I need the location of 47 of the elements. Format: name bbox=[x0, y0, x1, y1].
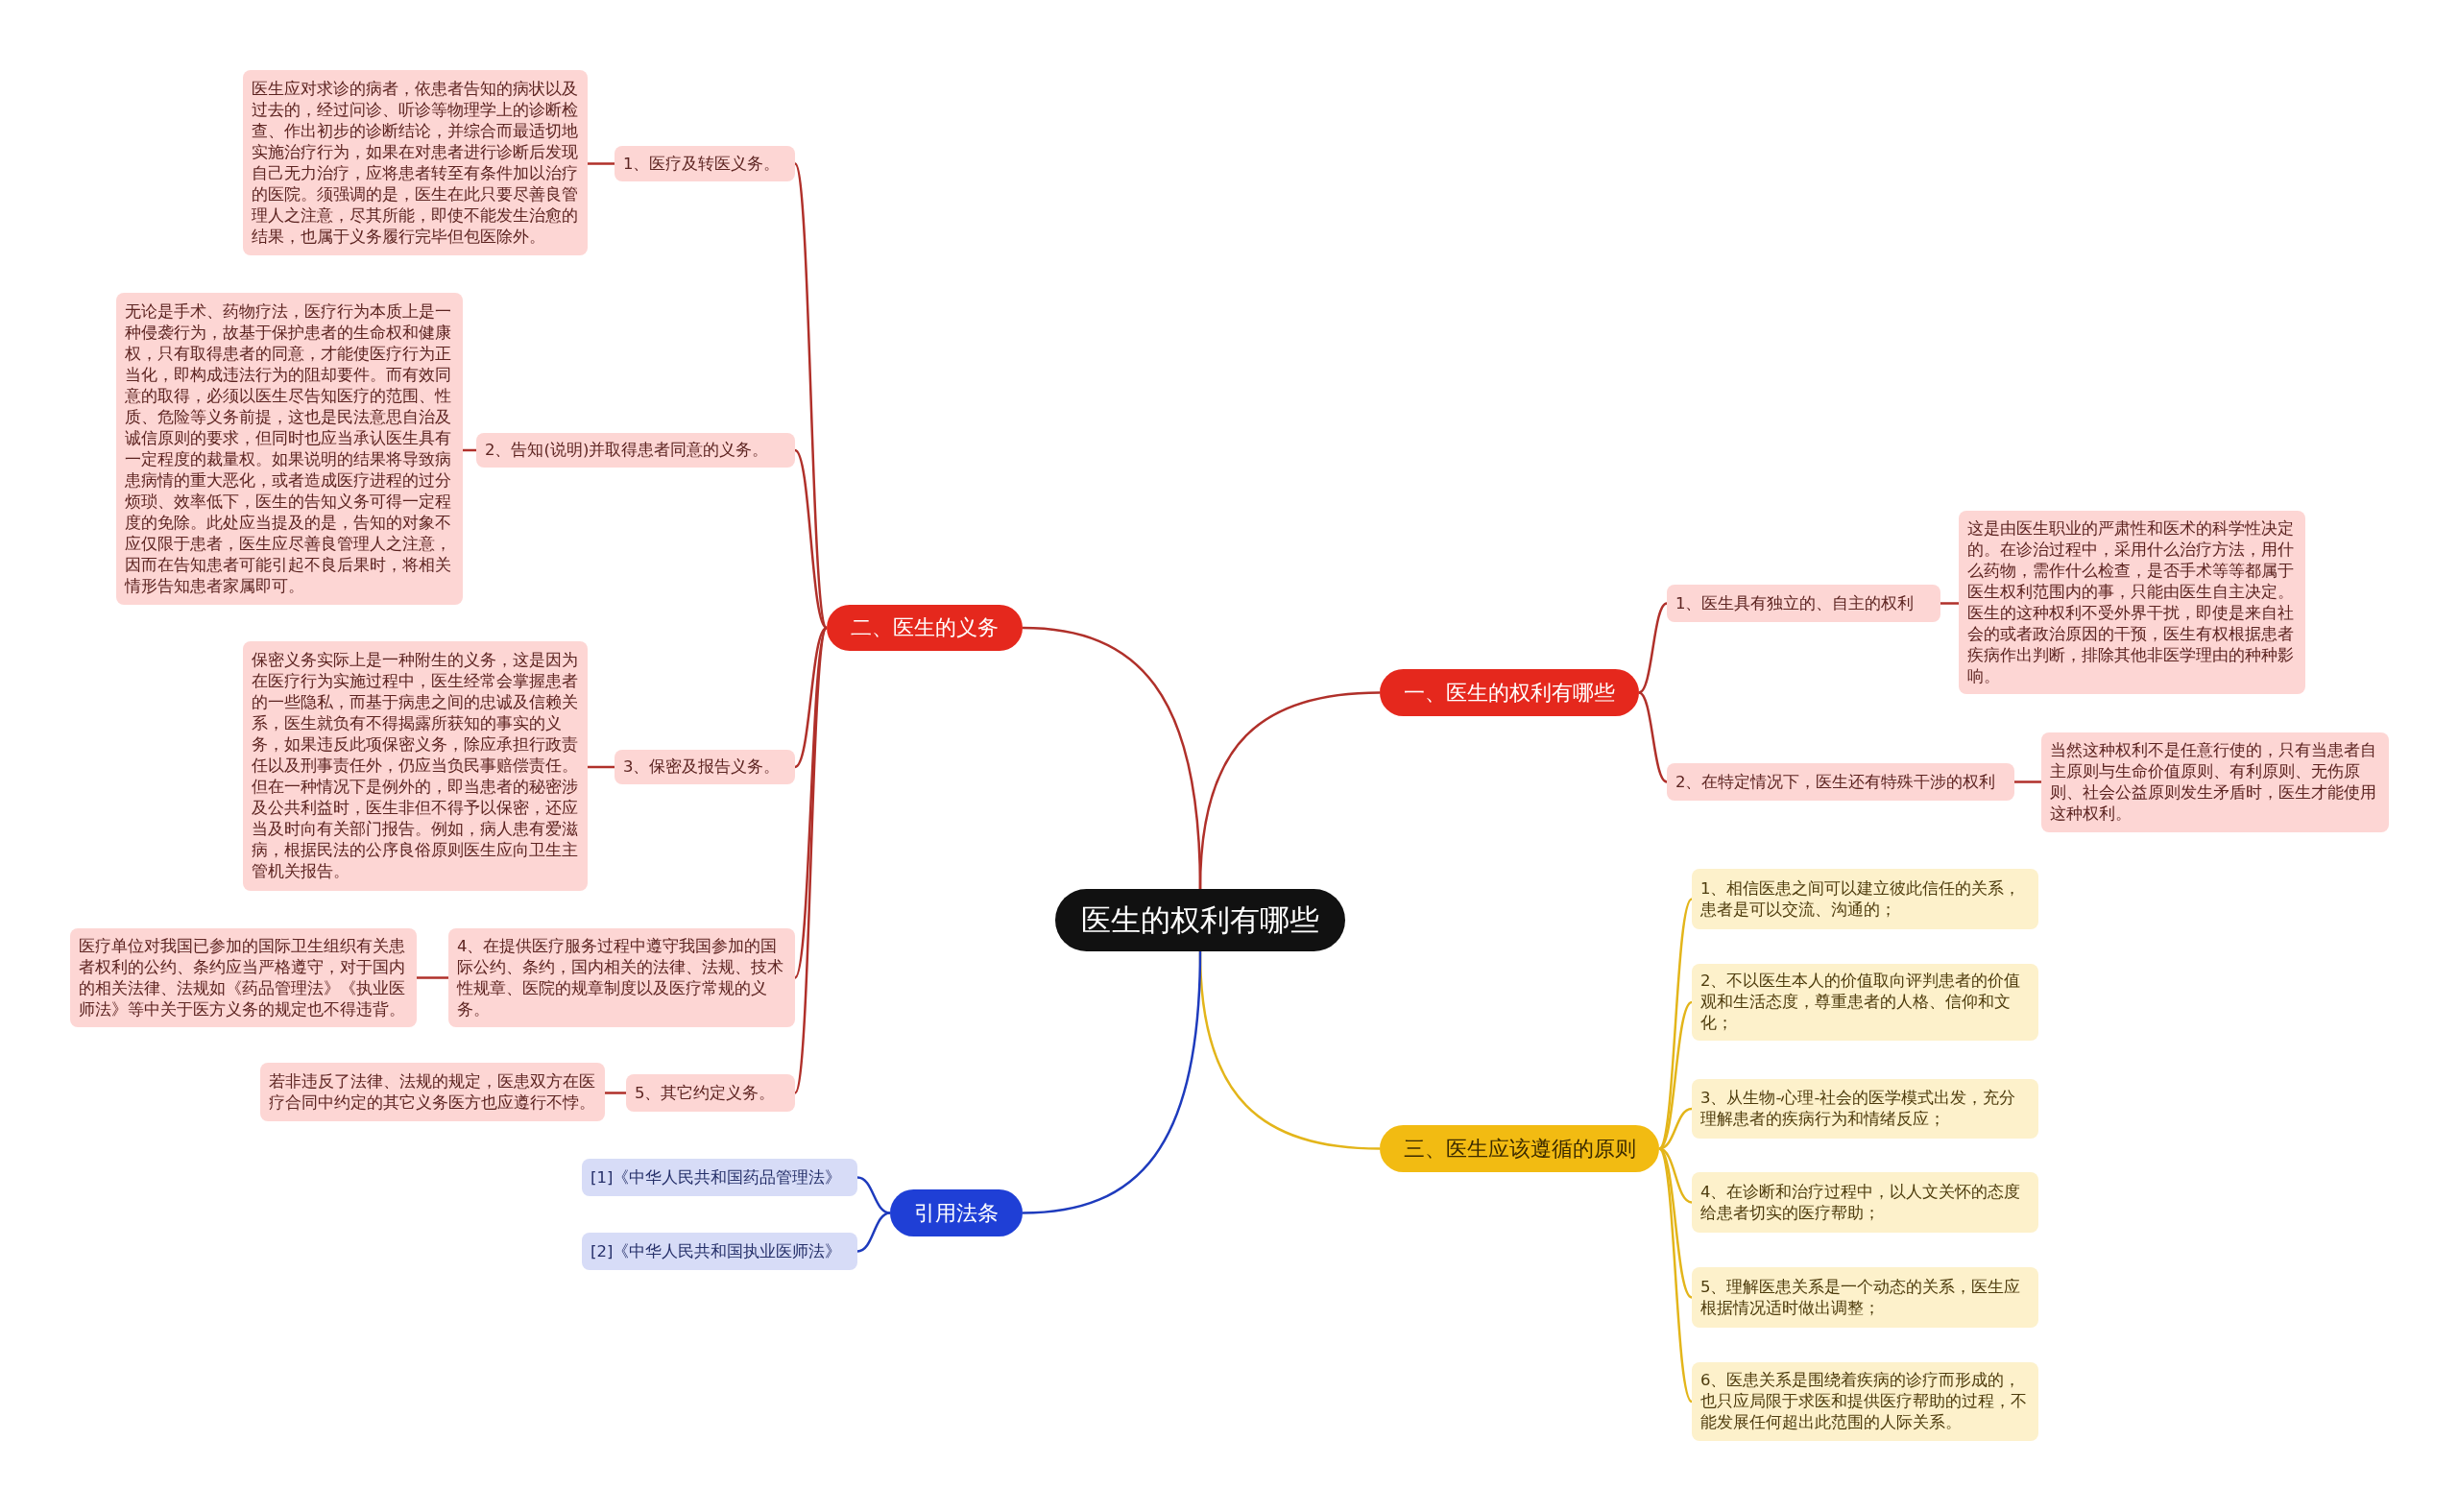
connector-line bbox=[793, 163, 829, 629]
connector-line bbox=[856, 1212, 891, 1253]
note-box: 这是由医生职业的严肃性和医术的科学性决定的。在诊治过程中，采用什么治疗方法，用什么药物，需作什么检查，是否手术等等都属于医生权利范围内的事，只能由医生自主决定。医生的这种权利不受外界干扰，即使是来自社会的或者政治原因的干预，医生有权根据患者疾病作出判断，排除其他非医学理由的种种影响。 bbox=[1959, 511, 2305, 694]
branch-topic: 一、医生的权利有哪些 bbox=[1380, 669, 1639, 716]
subtopic-box: 3、保密及报告义务。 bbox=[614, 750, 795, 784]
subtopic-box: 4、在提供医疗服务过程中遵守我国参加的国际公约、条约，国内相关的法律、法规、技术性规章、医院的规章制度以及医疗常规的义务。 bbox=[448, 928, 795, 1027]
connector-line bbox=[2014, 780, 2041, 783]
connector-line bbox=[605, 1092, 626, 1094]
branch-topic: 三、医生应该遵循的原则 bbox=[1380, 1125, 1659, 1172]
connector-line bbox=[1658, 1147, 1693, 1299]
connector-line bbox=[1658, 898, 1693, 1150]
subtopic-box: 2、告知(说明)并取得患者同意的义务。 bbox=[476, 433, 795, 468]
subtopic-box: 6、医患关系是围绕着疾病的诊疗而形成的，也只应局限于求医和提供医疗帮助的过程，不能发展任何超出此范围的人际关系。 bbox=[1692, 1362, 2038, 1441]
connector-line bbox=[588, 162, 614, 165]
note-box: 保密义务实际上是一种附生的义务，这是因为在医疗行为实施过程中，医生经常会掌握患者的一些隐私，而基于病患之间的忠诚及信赖关系，医生就负有不得揭露所获知的事实的义务，如果违反此项保密义务，除应承担行政责任以及刑事责任外，仍应当负民事赔偿责任。但在一种情况下是例外的，即当患者的秘密涉及公共利益时，医生非但不得予以保密，还应当及时向有关部门报告。例如，病人患有爱滋病，根据民法的公序良俗原则医生应向卫生主管机关报告。 bbox=[243, 641, 588, 891]
connector-line bbox=[794, 627, 828, 768]
subtopic-box: 2、在特定情况下，医生还有特殊干涉的权利 bbox=[1667, 763, 2014, 801]
connector-line bbox=[588, 765, 614, 769]
connector-line bbox=[794, 449, 828, 629]
note-box: 当然这种权利不是任意行使的，只有当患者自主原则与生命价值原则、有利原则、无伤原则、社会公益原则发生矛盾时，医生才能使用这种权利。 bbox=[2041, 732, 2389, 832]
connector-line bbox=[1022, 950, 1202, 1214]
subtopic-box: 5、其它约定义务。 bbox=[626, 1074, 795, 1112]
subtopic-box: 1、医疗及转医义务。 bbox=[614, 146, 795, 181]
connector-line bbox=[856, 1176, 891, 1214]
connector-line bbox=[1022, 626, 1202, 890]
subtopic-box: 3、从生物-心理-社会的医学模式出发，充分理解患者的疾病行为和情绪反应； bbox=[1692, 1079, 2038, 1139]
note-box: 无论是手术、药物疗法，医疗行为本质上是一种侵袭行为，故基于保护患者的生命权和健康权，只有取得患者的同意，才能使医疗行为正当化，即构成违法行为的阻却要件。而有效同意的取得，必须以医生尽告知医疗的范围、性质、危险等义务前提，这也是民法意思自治及诚信原则的要求，但同时也应当承认医生具有一定程度的裁量权。如果说明的结果将导致病患病情的重大恶化，或者造成医疗进程的过分烦琐、效率低下，医生的告知义务可得一定程度的免除。此处应当提及的是，告知的对象不应仅限于患者，医生应尽善良管理人之注意，因而在告知患者可能引起不良后果时，将相关情形告知患者家属即可。 bbox=[116, 293, 463, 605]
connector-line bbox=[793, 627, 829, 1093]
subtopic-box: 2、不以医生本人的价值取向评判患者的价值观和生活态度，尊重患者的人格、信仰和文化； bbox=[1692, 964, 2038, 1041]
note-box: 医疗单位对我国已参加的国际卫生组织有关患者权利的公约、条约应当严格遵守，对于国内的相关法律、法规如《药品管理法》《执业医师法》等中关于医方义务的规定也不得违背。 bbox=[70, 928, 417, 1027]
branch-topic: 二、医生的义务 bbox=[827, 605, 1023, 651]
subtopic-box: [2]《中华人民共和国执业医师法》 bbox=[582, 1233, 857, 1270]
connector-line bbox=[1638, 602, 1668, 694]
connector-line bbox=[417, 976, 448, 979]
connector-line bbox=[1658, 1001, 1693, 1150]
subtopic-box: 5、理解医患关系是一个动态的关系，医生应根据情况适时做出调整； bbox=[1692, 1267, 2038, 1328]
subtopic-box: 4、在诊断和治疗过程中，以人文关怀的态度给患者切实的医疗帮助； bbox=[1692, 1172, 2038, 1233]
connector-line bbox=[1940, 602, 1959, 605]
central-topic: 医生的权利有哪些 bbox=[1055, 889, 1345, 951]
note-box: 医生应对求诊的病者，依患者告知的病状以及过去的，经过问诊、听诊等物理学上的诊断检查、作出初步的诊断结论，并综合而最适切地实施治疗行为，如果在对患者进行诊断后发现自己无力治疗，应将患者转至有条件加以治疗的医院。须强调的是，医生在此只要尽善良管理人之注意，尽其所能，即使不能发生治愈的结果，也属于义务履行完毕但包医除外。 bbox=[243, 70, 588, 255]
subtopic-box: 1、医生具有独立的、自主的权利 bbox=[1667, 585, 1940, 622]
note-box: 若非违反了法律、法规的规定，医患双方在医疗合同中约定的其它义务医方也应遵行不悖。 bbox=[260, 1063, 605, 1121]
subtopic-box: 1、相信医患之间可以建立彼此信任的关系，患者是可以交流、沟通的； bbox=[1692, 869, 2038, 929]
connector-line bbox=[1658, 1147, 1693, 1403]
branch-topic: 引用法条 bbox=[890, 1189, 1023, 1236]
subtopic-box: [1]《中华人民共和国药品管理法》 bbox=[582, 1159, 857, 1196]
connector-line bbox=[1638, 691, 1668, 783]
